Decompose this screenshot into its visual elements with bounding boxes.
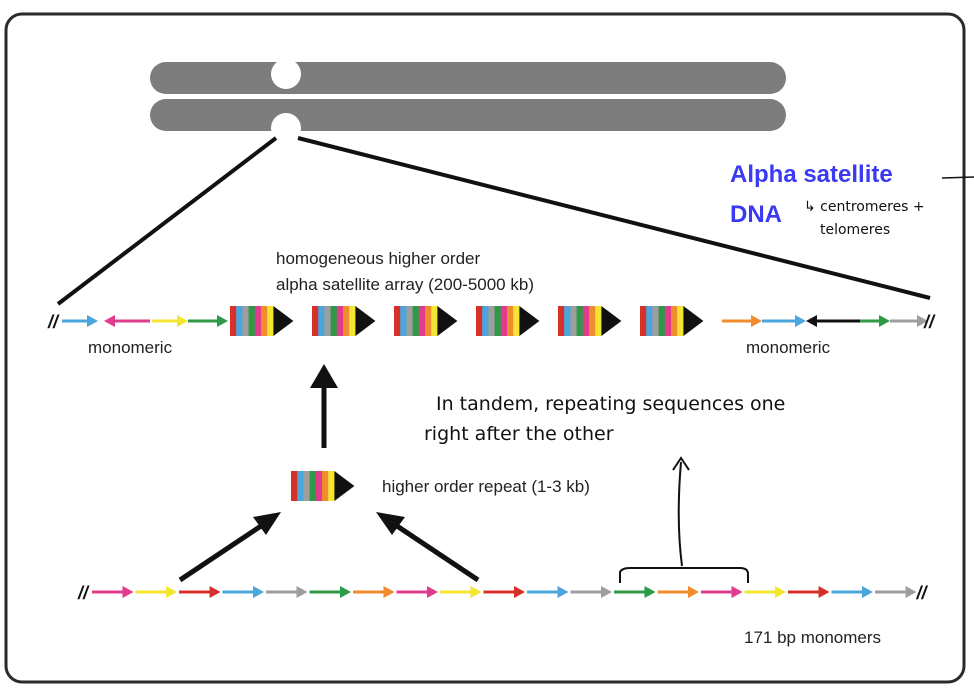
monomer-arrow <box>222 586 264 598</box>
hor-block <box>394 306 458 336</box>
monomers-label: 171 bp monomers <box>744 628 881 647</box>
monomer-arrow <box>92 586 134 598</box>
flank-right-arrow <box>762 315 806 327</box>
monomer-arrow <box>614 586 656 598</box>
break-mark-right: // <box>923 312 936 332</box>
monomer-arrow <box>657 586 699 598</box>
break-mark-left: // <box>47 312 60 332</box>
flank-right-arrow <box>860 315 890 327</box>
hor-block <box>230 306 294 336</box>
note-line1: ↳ centromeres + <box>804 199 925 215</box>
higher-order-repeat-unit <box>291 471 355 501</box>
flank-left-arrow <box>188 315 228 327</box>
monomer-row: // // <box>77 583 929 603</box>
flank-left-arrow <box>152 315 188 327</box>
flank-right-arrow <box>722 315 762 327</box>
flank-left-arrow <box>104 315 150 327</box>
monomer-arrow <box>570 586 612 598</box>
hor-block <box>640 306 704 336</box>
array-label-line1: homogeneous higher order <box>276 249 480 268</box>
monomer-arrow <box>353 586 395 598</box>
title-line1: Alpha satellite <box>730 161 893 188</box>
hor-unit-block <box>291 471 355 501</box>
hor-label: higher order repeat (1-3 kb) <box>382 477 590 496</box>
title-line2: DNA <box>730 201 782 228</box>
hor-block <box>312 306 376 336</box>
monomer-arrow <box>527 586 569 598</box>
zoom-line-left <box>56 136 278 306</box>
annotation-line2: right after the other <box>424 423 614 445</box>
monomer-arrow <box>135 586 177 598</box>
monomer-arrow <box>483 586 525 598</box>
monomer-arrow <box>396 586 438 598</box>
up-arrow <box>310 364 338 448</box>
panel-border <box>4 12 966 684</box>
break-mark-left: // <box>77 583 90 603</box>
annotation-line1: In tandem, repeating sequences one <box>436 393 785 415</box>
flank-right-arrow <box>806 315 860 327</box>
monomer-arrow <box>831 586 873 598</box>
flank-left-arrow <box>62 315 98 327</box>
hor-block <box>558 306 622 336</box>
array-label-line2: alpha satellite array (200-5000 kb) <box>276 275 534 294</box>
chromatid-top <box>150 62 786 94</box>
flank-right-arrow <box>890 315 928 327</box>
zoom-line-right <box>297 136 931 300</box>
chromatid-bottom <box>150 99 786 131</box>
monomer-arrow <box>309 586 351 598</box>
arrow-to-hor-right <box>376 512 480 583</box>
monomer-arrow <box>701 586 743 598</box>
tandem-bracket <box>619 567 749 583</box>
centromere-notch-bottom <box>271 113 301 143</box>
monomer-arrow <box>744 586 786 598</box>
arrow-to-hor-left <box>178 512 281 583</box>
monomeric-left-label: monomeric <box>88 338 173 357</box>
monomer-arrow <box>875 586 917 598</box>
monomer-arrow <box>440 586 482 598</box>
monomer-arrow <box>266 586 308 598</box>
chromosome <box>150 59 786 143</box>
centromere-notch-top <box>271 59 301 89</box>
hor-block <box>476 306 540 336</box>
annotation-pointer-head <box>672 456 690 471</box>
note-line2: telomeres <box>820 222 890 238</box>
array-row: // // <box>47 306 936 336</box>
title-pointer-line <box>941 176 974 179</box>
annotation-pointer <box>677 461 683 567</box>
break-mark-right: // <box>916 583 929 603</box>
monomer-arrow <box>788 586 830 598</box>
monomer-arrow <box>179 586 221 598</box>
monomeric-right-label: monomeric <box>746 338 831 357</box>
